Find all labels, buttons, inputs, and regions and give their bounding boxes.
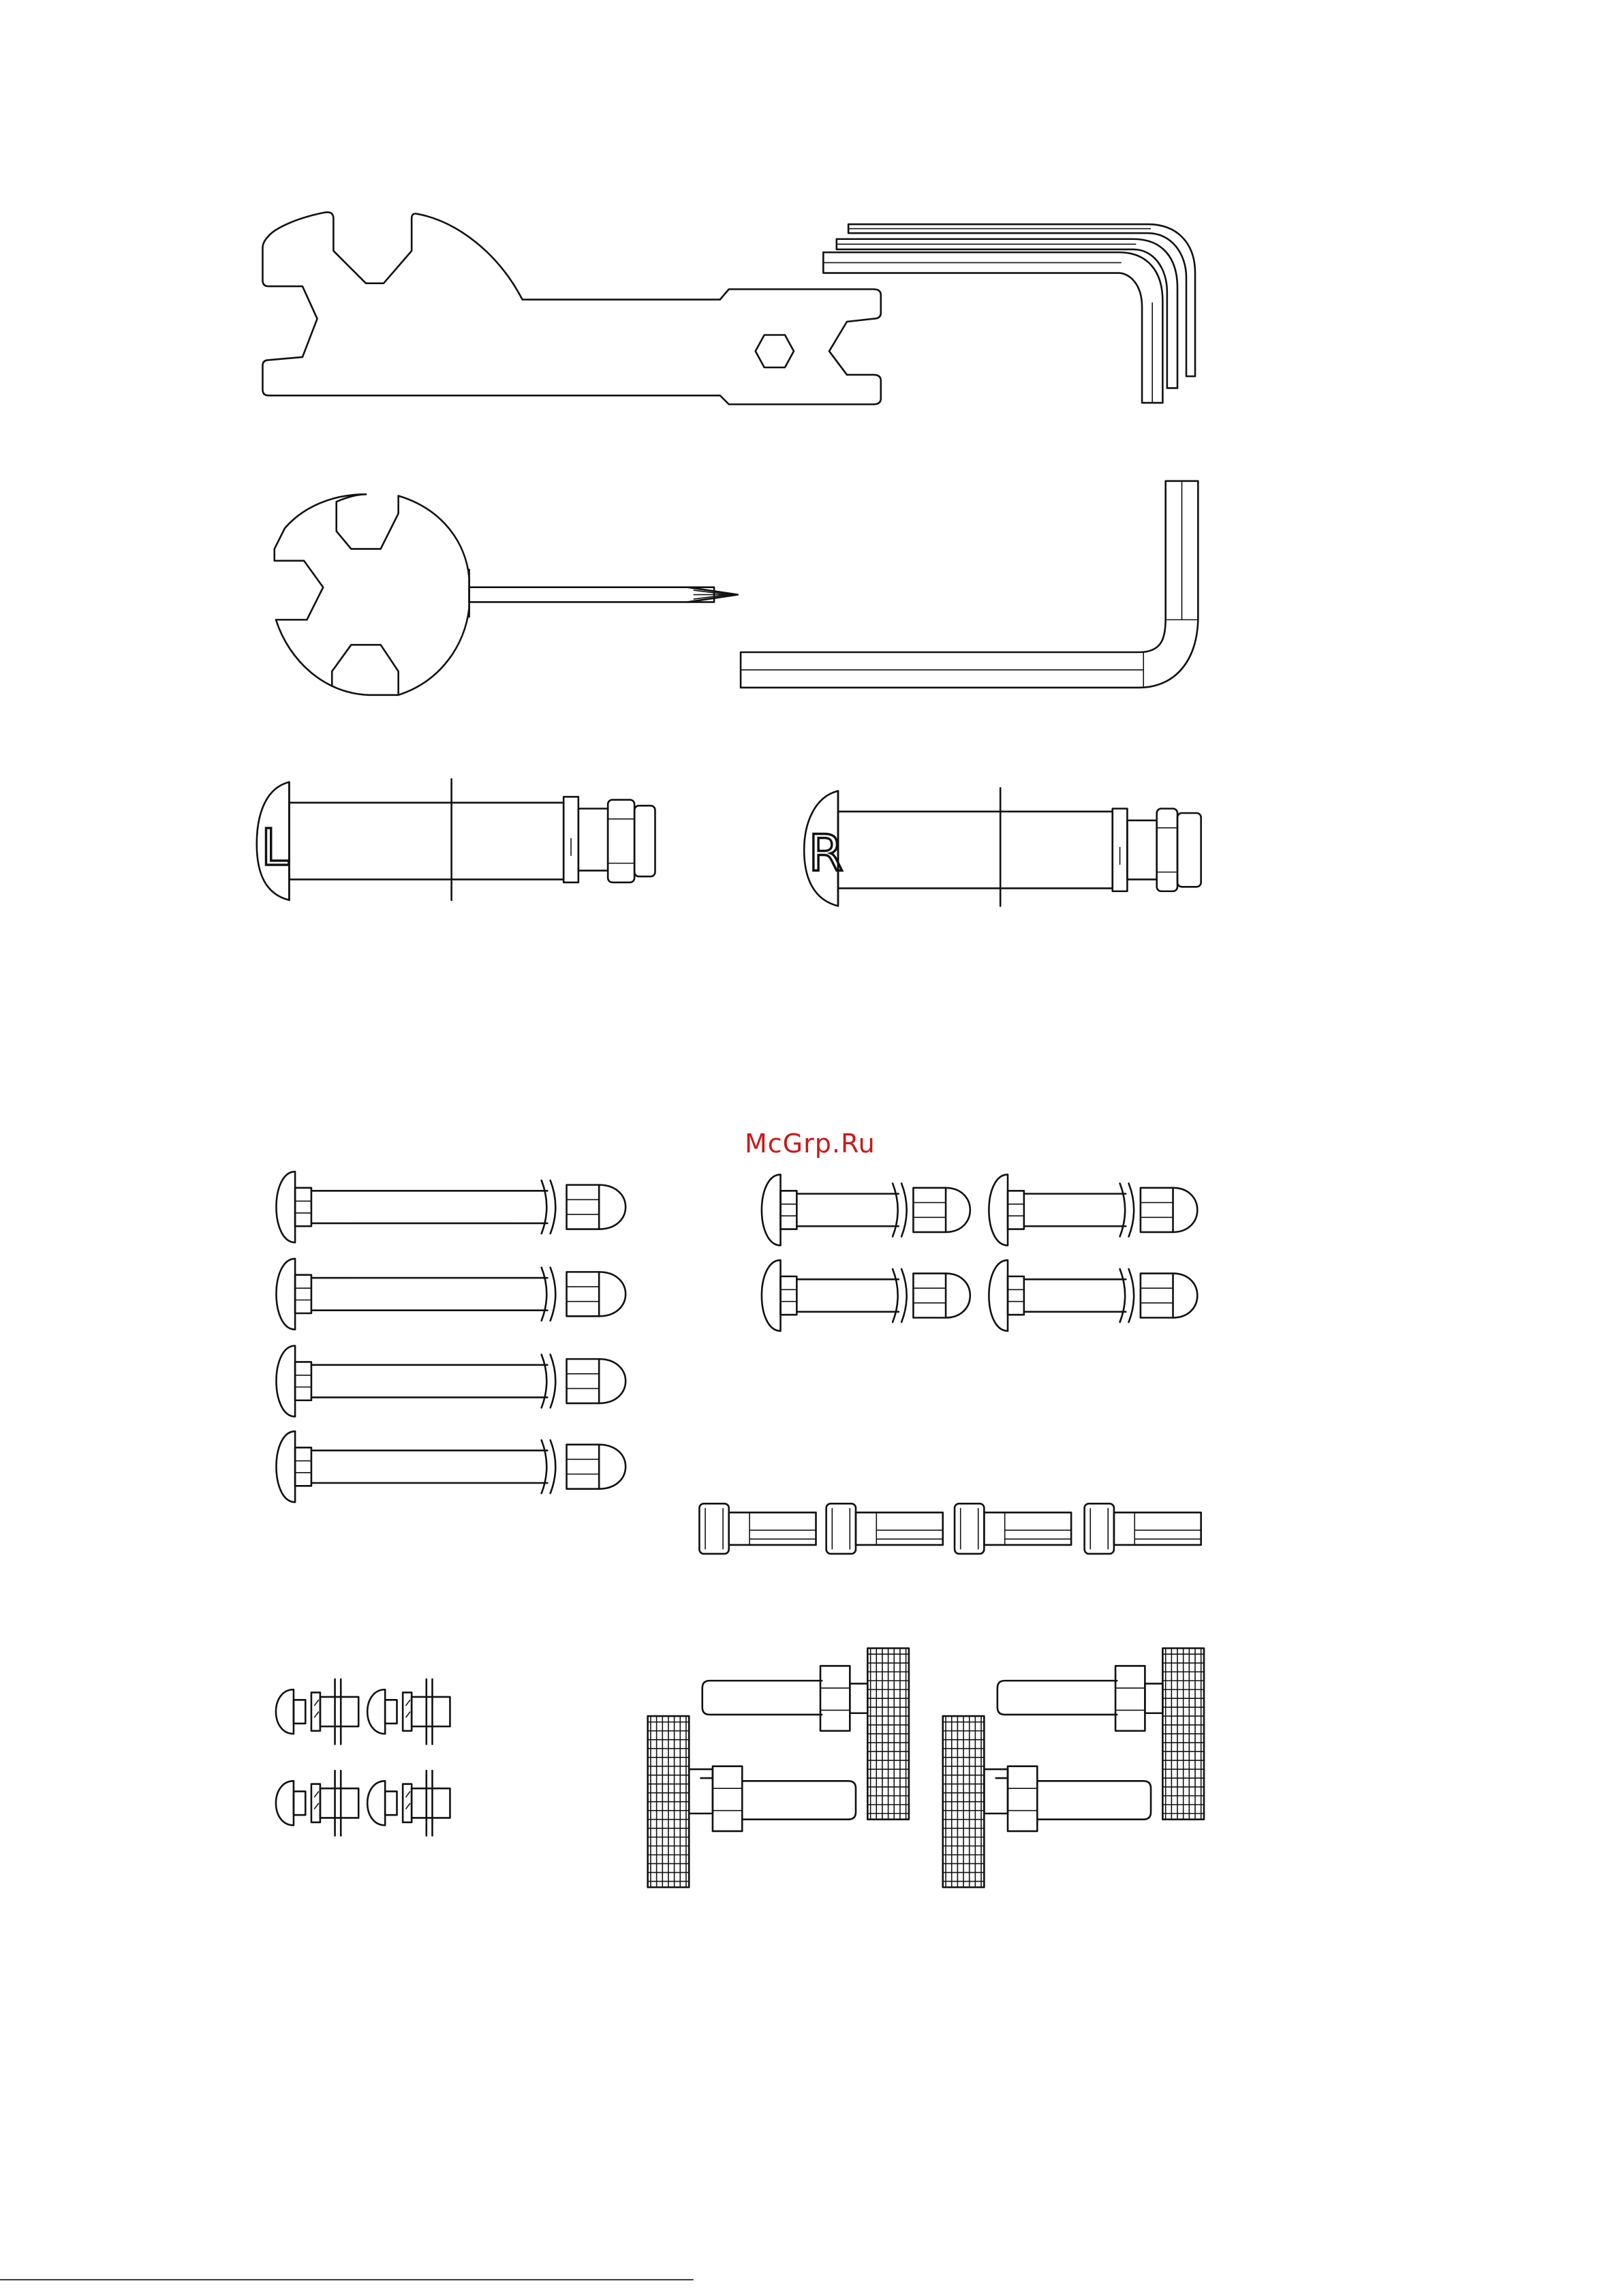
screwdriver-wrench xyxy=(275,494,738,694)
large-hex-key xyxy=(741,481,1198,688)
small-bolt-group xyxy=(276,1679,450,1836)
socket-bolt xyxy=(955,1503,1071,1554)
axle-right: R xyxy=(804,788,1201,906)
small-bolt xyxy=(276,1771,358,1835)
cap-bolt-short xyxy=(989,1174,1197,1245)
cap-bolt-long xyxy=(276,1346,625,1417)
cap-bolt-long-group xyxy=(276,1172,625,1502)
cap-bolt-long xyxy=(276,1431,625,1502)
axle-left: L xyxy=(257,779,655,900)
socket-bolt xyxy=(1085,1503,1201,1554)
cap-bolt-long xyxy=(276,1259,625,1330)
small-bolt xyxy=(367,1771,450,1835)
knob-bolt-pair xyxy=(943,1648,1204,1887)
socket-bolt xyxy=(699,1503,816,1554)
cap-bolt-long xyxy=(276,1172,625,1242)
cap-bolt-short xyxy=(989,1260,1197,1331)
watermark: McGrp.Ru xyxy=(745,1129,876,1159)
small-bolt xyxy=(276,1679,358,1744)
cap-bolt-short xyxy=(762,1260,970,1331)
axle-right-label: R xyxy=(809,825,844,883)
small-bolt xyxy=(367,1679,450,1744)
socket-bolt-group xyxy=(699,1503,1201,1554)
socket-bolt xyxy=(826,1503,943,1554)
cap-bolt-short-group xyxy=(762,1174,1197,1331)
cap-bolt-short xyxy=(762,1174,970,1245)
knob-bolt-pair-group xyxy=(648,1648,1204,1887)
combination-wrench xyxy=(262,212,880,404)
knob-bolt-pair xyxy=(648,1648,909,1887)
axle-left-label: L xyxy=(261,819,289,877)
